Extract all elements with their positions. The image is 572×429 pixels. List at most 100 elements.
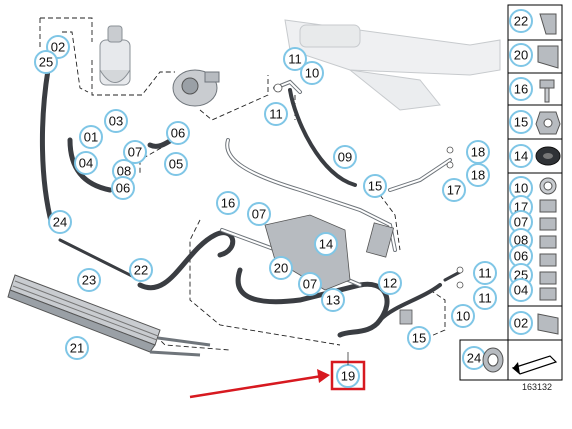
diagram-callout-14[interactable]: 18 [466,140,490,164]
diagram-callout-12[interactable]: 05 [164,152,188,176]
callout-circle [473,261,497,285]
diagram-callout-32[interactable]: 21 [65,336,89,360]
diagram-callout-29[interactable]: 11 [473,286,497,310]
diagram-callout-26[interactable]: 13 [321,288,345,312]
diagram-callout-16[interactable]: 17 [442,178,466,202]
side-panel-callout-1[interactable]: 20 [509,43,533,67]
callout-label: 01 [84,130,98,145]
diagram-callout-3[interactable]: 10 [300,61,324,85]
callout-label: 04 [514,283,528,298]
side-panel-callout-0[interactable]: 22 [509,9,533,33]
callout-label: 24 [53,215,67,230]
callout-circle [247,202,271,226]
callout-circle [407,326,431,350]
callout-circle [321,288,345,312]
callout-label: 20 [514,48,528,63]
callout-label: 07 [514,215,528,230]
grommet-icon [535,146,561,166]
pump-illustration [172,69,220,107]
callout-circle [363,174,387,198]
callout-label: 08 [514,233,528,248]
callout-circle [509,311,533,335]
callout-circle [314,232,338,256]
callout-circle [48,210,72,234]
clip-icon [539,199,557,301]
diagram-callout-31[interactable]: 15 [407,326,431,350]
callout-label: 03 [109,114,123,129]
pointer-arrow-line [189,374,323,399]
nut-icon [535,111,561,135]
diagram-callout-9[interactable]: 08 [112,159,136,183]
side-panel-callout-4[interactable]: 14 [509,144,533,168]
diagram-callout-11[interactable]: 06 [111,176,135,200]
diagram-callout-4[interactable]: 11 [264,102,288,126]
side-panel-callout-11[interactable]: 04 [509,278,533,302]
callout-label: 20 [274,261,288,276]
diagram-callout-24[interactable]: 23 [77,268,101,292]
callout-label: 23 [82,273,96,288]
diagram-callout-15[interactable]: 18 [466,163,490,187]
side-panel-callout-2[interactable]: 16 [509,77,533,101]
callout-label: 11 [288,52,302,67]
callout-circle [442,178,466,202]
callout-label: 08 [117,164,131,179]
callout-circle [166,121,190,145]
callout-circle [216,191,240,215]
callout-label: 21 [70,341,84,356]
pointer-arrow-head [317,369,330,383]
diagram-callout-20[interactable]: 24 [48,210,72,234]
callout-label: 22 [134,263,148,278]
callout-label: 15 [514,115,528,130]
callout-label: 16 [221,196,235,211]
diagram-callout-22[interactable]: 20 [269,256,293,280]
diagram-callout-28[interactable]: 11 [473,261,497,285]
callout-circle [451,304,475,328]
sealing-ring-icon [539,177,557,195]
diagram-number: 163132 [522,382,552,392]
diagram-callout-13[interactable]: 09 [333,145,357,169]
callout-label: 07 [303,277,317,292]
diagram-callout-25[interactable]: 07 [298,272,322,296]
diagram-callout-23[interactable]: 22 [129,258,153,282]
callout-circle [65,336,89,360]
bolt-icon [539,79,555,103]
side-panel-icons [482,13,561,375]
callout-label: 02 [51,40,65,55]
callout-label: 15 [368,179,382,194]
callout-label: 04 [79,156,93,171]
callout-19-label: 19 [341,369,355,384]
callout-label: 25 [39,55,53,70]
diagram-callout-2[interactable]: 11 [283,47,307,71]
callout-label: 18 [471,145,485,160]
diagram-callout-17[interactable]: 15 [363,174,387,198]
diagram-callout-30[interactable]: 10 [451,304,475,328]
diagram-callout-5[interactable]: 03 [104,109,128,133]
side-panel-callout-9[interactable]: 06 [509,244,533,268]
side-panel-callout-12[interactable]: 02 [509,311,533,335]
bottom-panel-callout-0[interactable]: 24 [462,346,486,370]
callout-label: 10 [514,181,528,196]
diagram-callout-10[interactable]: 06 [166,121,190,145]
callout-circle [79,125,103,149]
callout-circle [333,145,357,169]
diagram-callout-19[interactable]: 07 [247,202,271,226]
callout-label: 05 [169,157,183,172]
reservoir-illustration [99,25,131,86]
callout-label: 09 [338,150,352,165]
direction-arrow-icon [511,355,558,375]
diagram-callout-7[interactable]: 04 [74,151,98,175]
callout-circle [111,176,135,200]
diagram-callout-21[interactable]: 14 [314,232,338,256]
diagram-callout-27[interactable]: 12 [378,271,402,295]
callout-circle [269,256,293,280]
diagram-callout-8[interactable]: 07 [123,140,147,164]
callout-label: 11 [478,266,492,281]
diagram-callout-6[interactable]: 01 [79,125,103,149]
callout-label: 16 [514,82,528,97]
side-panel-callout-3[interactable]: 15 [509,110,533,134]
callout-label: 13 [326,293,340,308]
diagram-callout-1[interactable]: 25 [34,50,58,74]
callout-circle [509,43,533,67]
diagram-callout-18[interactable]: 16 [216,191,240,215]
